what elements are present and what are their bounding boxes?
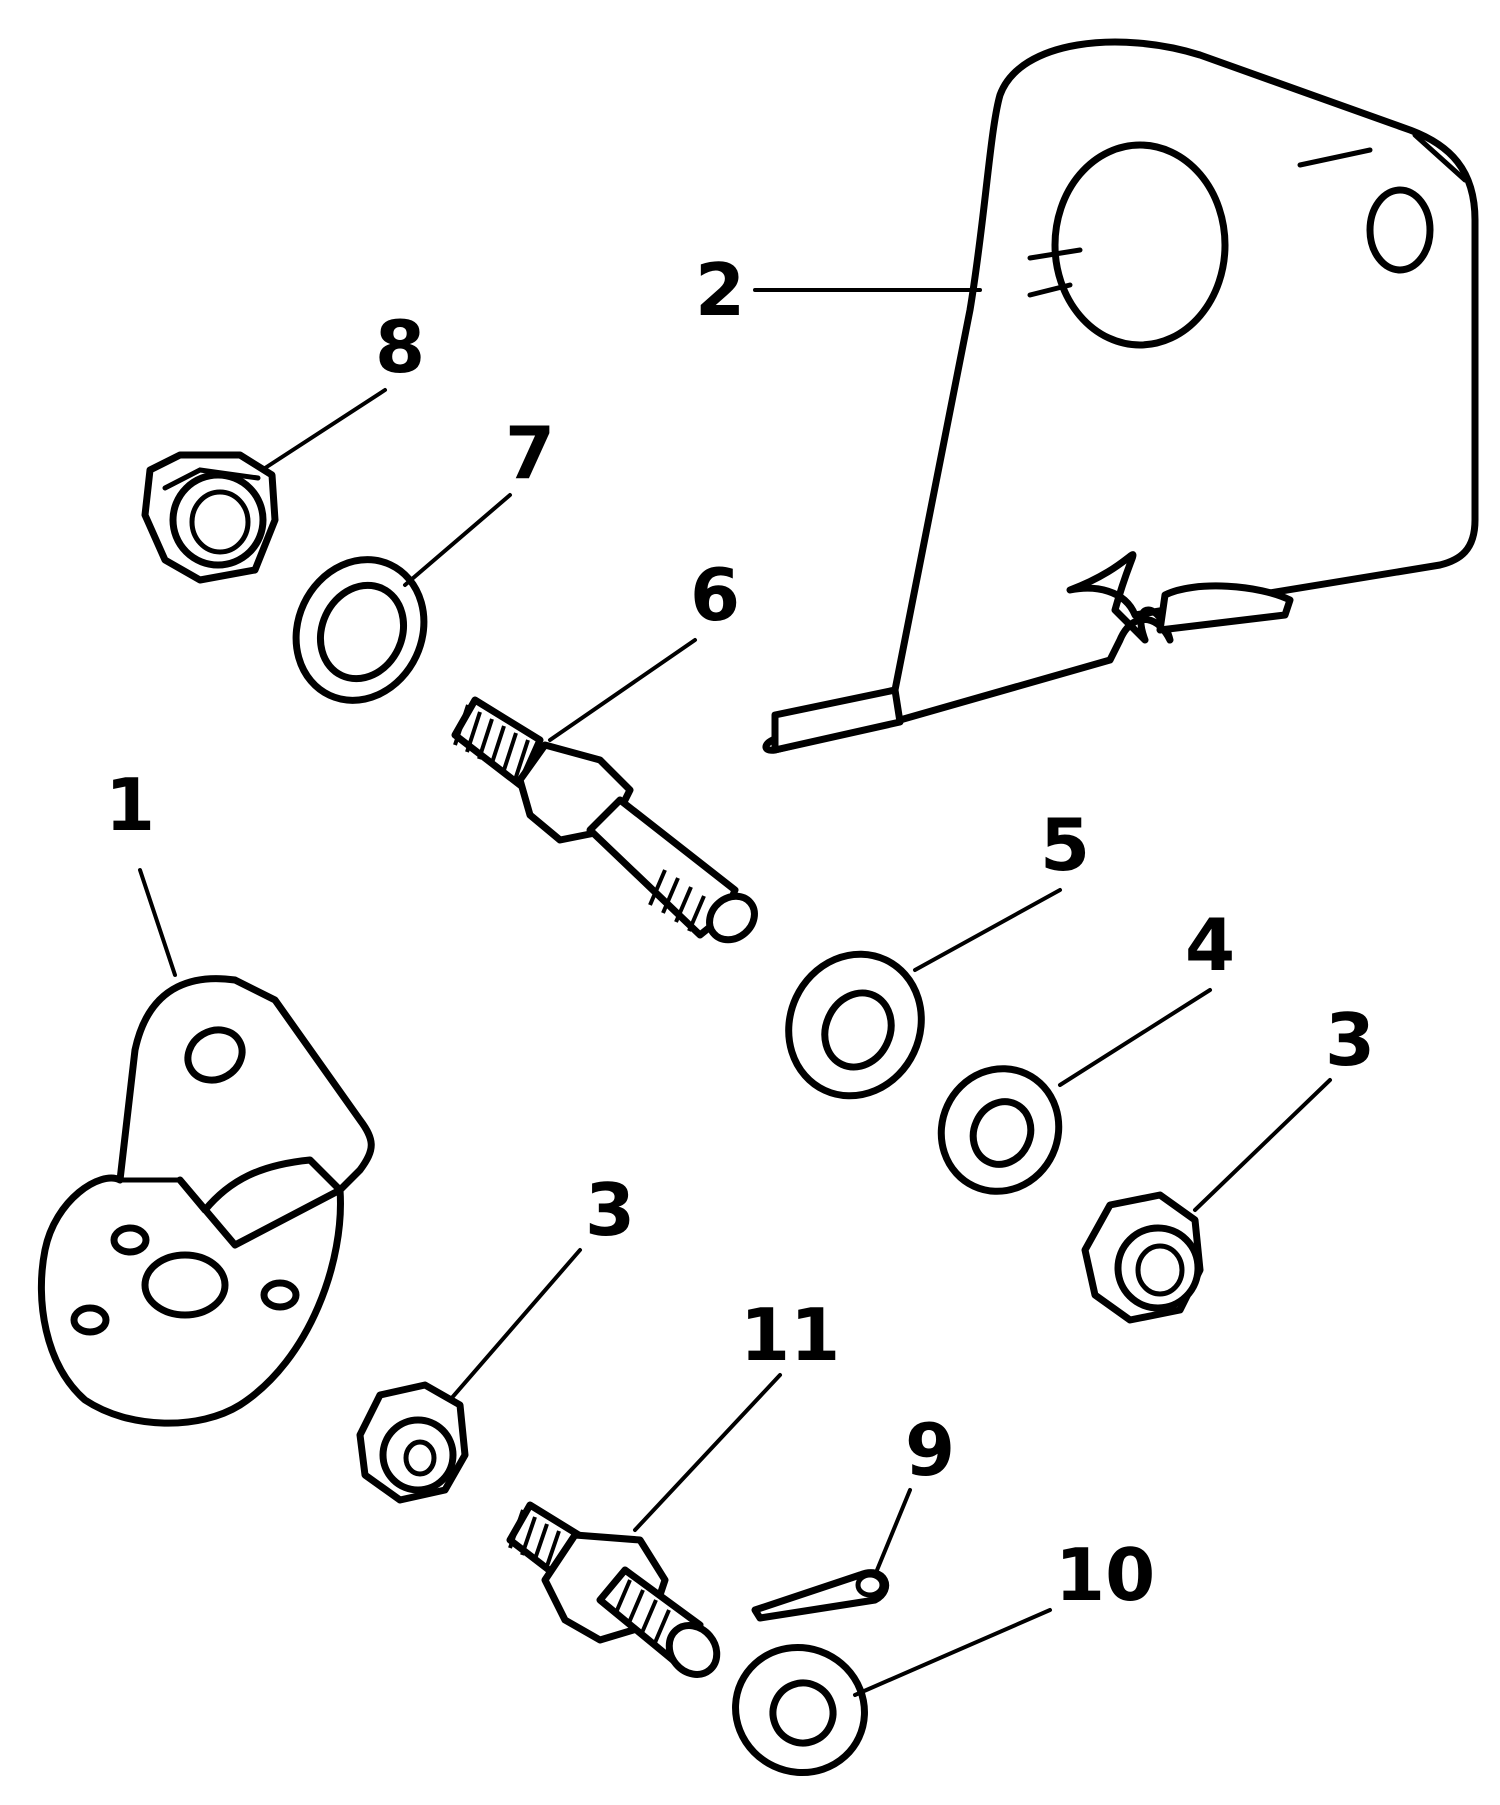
- part-8-nut: [141, 451, 279, 584]
- leader-3a: [448, 1248, 582, 1402]
- callout-labels: 1 2 3 3 4 5 6 7 8 9 10 11: [105, 248, 1375, 1617]
- part-7-washer: [292, 556, 428, 704]
- leader-5: [913, 888, 1062, 972]
- leader-7: [403, 493, 512, 587]
- part-5-washer: [785, 950, 925, 1100]
- callout-5: 5: [1040, 803, 1090, 887]
- leader-10: [853, 1608, 1052, 1697]
- callout-9: 9: [905, 1408, 955, 1492]
- part-2-bracket: [762, 38, 1479, 754]
- part-3-nut-right: [1081, 1191, 1204, 1324]
- callout-6: 6: [690, 553, 740, 637]
- callout-1: 1: [105, 763, 155, 847]
- leader-1: [138, 868, 177, 977]
- part-4-washer: [937, 1065, 1063, 1195]
- part-1-bracket: [37, 975, 375, 1427]
- leader-lines: [138, 288, 1332, 1697]
- part-11-stud: [506, 1501, 721, 1678]
- callout-3b: 3: [1325, 998, 1375, 1082]
- leader-6: [548, 638, 697, 742]
- callout-4: 4: [1185, 903, 1235, 987]
- part-10-washer: [732, 1643, 868, 1777]
- leader-8: [260, 388, 387, 472]
- leader-3b: [1193, 1078, 1332, 1212]
- callout-3a: 3: [585, 1168, 635, 1252]
- callout-7: 7: [505, 411, 555, 495]
- callout-11: 11: [740, 1293, 840, 1377]
- part-6-stud: [451, 696, 758, 944]
- callout-2: 2: [695, 248, 745, 332]
- leader-11: [633, 1373, 782, 1532]
- callout-8: 8: [375, 305, 425, 389]
- part-3-nut-left: [356, 1381, 469, 1504]
- leader-4: [1058, 988, 1212, 1087]
- part-9-cotter-pin: [751, 1569, 890, 1622]
- callout-10: 10: [1055, 1533, 1155, 1617]
- leader-9: [873, 1488, 912, 1577]
